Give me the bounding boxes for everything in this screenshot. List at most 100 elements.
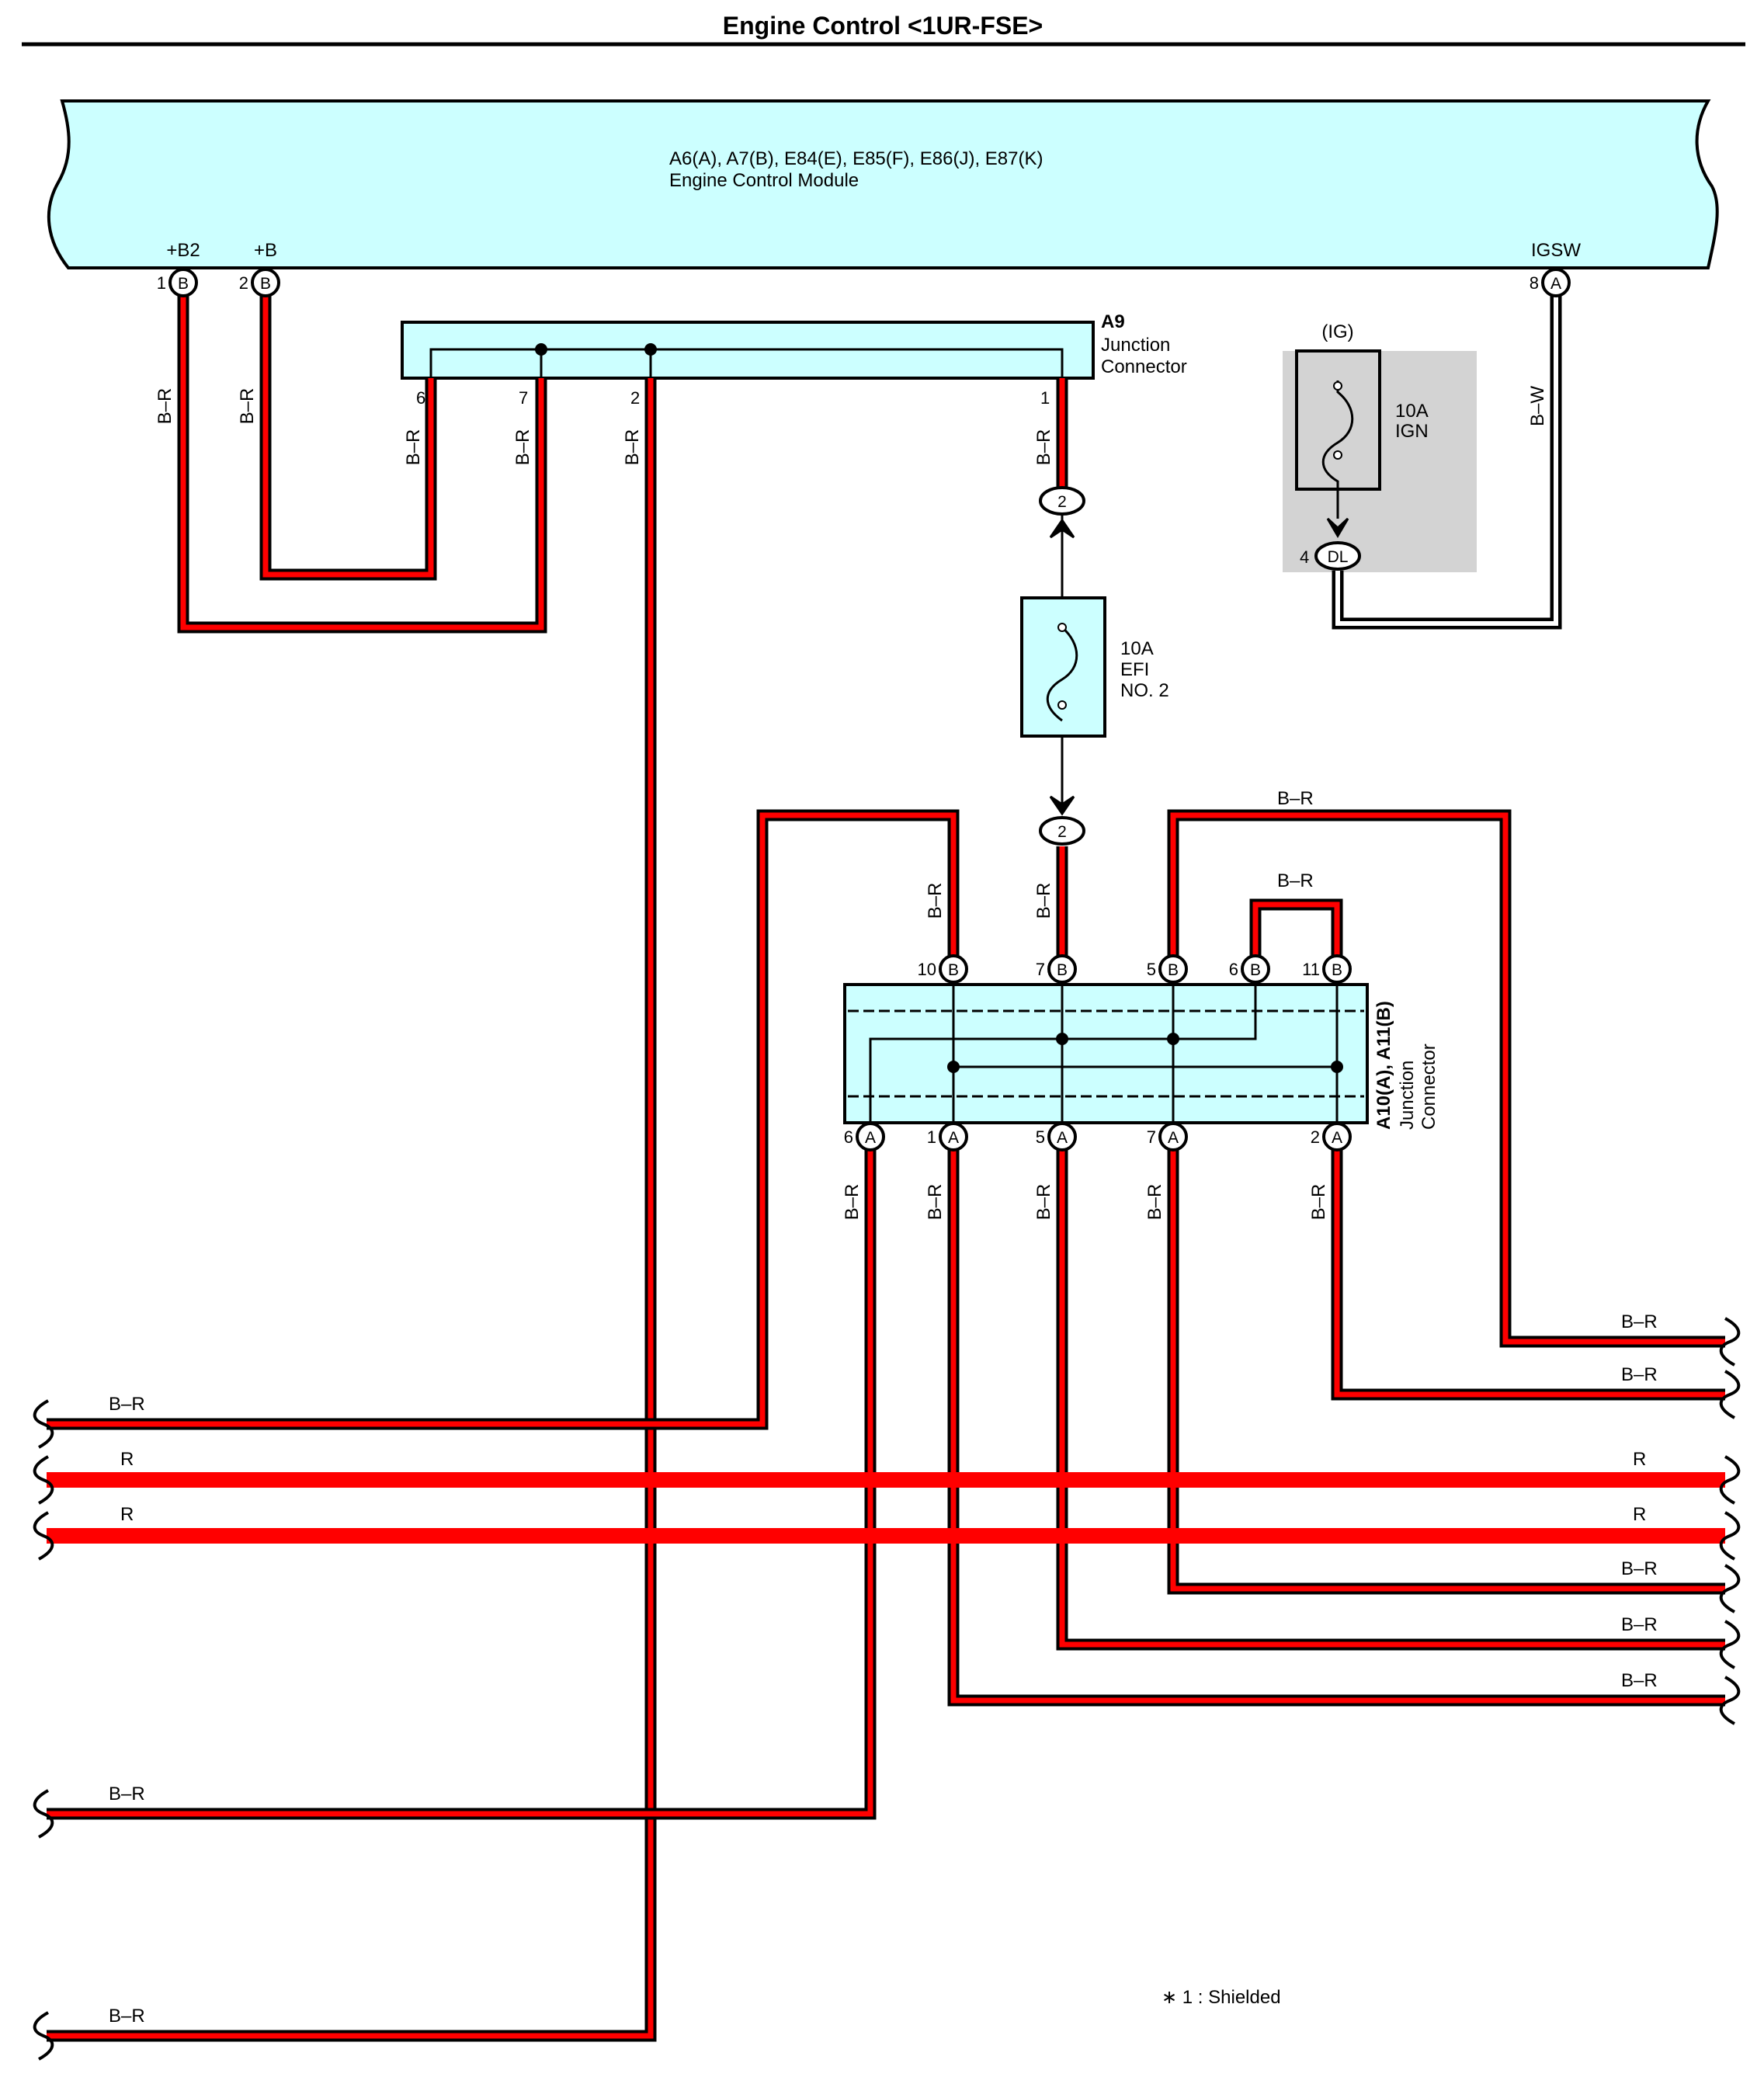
ecm-terminal-b bbox=[251, 268, 280, 297]
ecm-terminal-b-name: +B bbox=[254, 240, 277, 261]
break-right-2 bbox=[1719, 1455, 1741, 1505]
label-left-r-2: R bbox=[120, 1504, 134, 1525]
ecm-terminal-b2-letter: B bbox=[178, 275, 189, 293]
break-left-1 bbox=[33, 1455, 54, 1505]
label-right-row-5: B–R bbox=[1621, 1670, 1658, 1691]
label-left-row-1: B–R bbox=[109, 1394, 145, 1415]
ign-fuse-name: IGN bbox=[1395, 421, 1429, 442]
break-left-4 bbox=[33, 2011, 54, 2061]
label-right-r-2: R bbox=[1633, 1504, 1646, 1525]
ecm-terminal-b-number: 2 bbox=[239, 273, 248, 293]
wires-layer bbox=[47, 283, 1725, 2042]
junction-a10-bottom-pin-7 bbox=[1158, 1122, 1188, 1151]
ecm-body bbox=[47, 99, 1719, 269]
junction-a10-bottom-pin-7-letter: A bbox=[1168, 1129, 1179, 1147]
break-right-5 bbox=[1719, 1620, 1741, 1669]
junction-a9-bus bbox=[429, 348, 1064, 377]
efi-down-arrow-icon bbox=[1049, 795, 1075, 816]
junction-a10-bottom-pin-2 bbox=[1322, 1122, 1352, 1151]
wire-a10-a5-right-stripe bbox=[1059, 1137, 1725, 1648]
efi-up-arrow-icon bbox=[1049, 518, 1075, 539]
ecm-terminal-igsw-number: 8 bbox=[1530, 273, 1539, 293]
label-b-wire: B–R bbox=[237, 388, 258, 425]
junction-a10-code: A10(A), A11(B) bbox=[1373, 1001, 1394, 1130]
junction-a9-pin-2: 2 bbox=[630, 388, 640, 408]
wire-a10-5-right-stripe bbox=[1170, 812, 1725, 1345]
junction-a10-top-pin-5-letter: B bbox=[1168, 961, 1179, 979]
footnote: ∗ 1 : Shielded bbox=[1162, 1987, 1281, 2008]
efi-fuse-terminal bbox=[1057, 700, 1067, 710]
junction-a10-bottom-pin-5 bbox=[1047, 1122, 1077, 1151]
junction-a10-bottom-pin-1 bbox=[939, 1122, 968, 1151]
wire-a10-a6-left-stripe bbox=[47, 1137, 873, 1817]
junction-a10-name2: Connector bbox=[1418, 1044, 1439, 1130]
junction-a10-bottom-pin-6 bbox=[856, 1122, 885, 1151]
junction-a9-code: A9 bbox=[1101, 311, 1125, 332]
efi-fuse-element bbox=[1046, 626, 1078, 722]
ign-connector-dl bbox=[1314, 541, 1361, 571]
wire-a10-6-11-stripe bbox=[1252, 901, 1340, 969]
ecm-terminal-b2-number: 1 bbox=[157, 273, 166, 293]
junction-a10-top-pin-7-number: 7 bbox=[1036, 960, 1045, 979]
junction-a10-bottom-pin-2-number: 2 bbox=[1311, 1127, 1320, 1147]
wire-a10-6-11 bbox=[1249, 898, 1343, 969]
junction-a10-top-pin-6-letter: B bbox=[1250, 961, 1261, 979]
junction-a10-bottom-pin-1-number: 1 bbox=[927, 1127, 936, 1147]
break-right-1 bbox=[1719, 1370, 1741, 1419]
ecm-terminal-b-letter: B bbox=[260, 275, 271, 293]
label-a10-5-wire: B–R bbox=[1277, 788, 1314, 809]
junction-a10-bottom-pin-7-number: 7 bbox=[1147, 1127, 1156, 1147]
break-right-4 bbox=[1719, 1564, 1741, 1613]
efi-connector-top bbox=[1039, 486, 1085, 516]
junction-a10-top-pin-6 bbox=[1241, 954, 1270, 984]
efi-fuse-line2: NO. 2 bbox=[1120, 680, 1169, 701]
ecm-connectors: A6(A), A7(B), E84(E), E85(F), E86(J), E8… bbox=[669, 148, 1043, 169]
ign-fuse-box bbox=[1295, 349, 1381, 491]
junction-a9-pin-7: 7 bbox=[519, 388, 528, 408]
junction-a10-top-pin-7 bbox=[1047, 954, 1077, 984]
label-right-row-1: B–R bbox=[1621, 1311, 1658, 1332]
junction-a10-splice bbox=[1167, 1033, 1179, 1045]
ecm-terminal-b2 bbox=[168, 268, 198, 297]
page-title: Engine Control <1UR-FSE> bbox=[723, 12, 1043, 40]
break-left-2 bbox=[33, 1511, 54, 1561]
wire-a9-2-down-stripe bbox=[47, 378, 654, 2039]
junction-a10-top-pin-10 bbox=[939, 954, 968, 984]
ign-fuse-terminal bbox=[1333, 450, 1342, 460]
ign-group-label: (IG) bbox=[1321, 321, 1353, 342]
junction-a9-pin-6: 6 bbox=[416, 388, 425, 408]
ign-fuse-terminal bbox=[1333, 381, 1342, 391]
junction-a10-bottom-pin-1-letter: A bbox=[948, 1129, 959, 1147]
label-right-row-4: B–R bbox=[1621, 1614, 1658, 1635]
efi-fuse-terminal bbox=[1057, 623, 1067, 632]
ign-fuse-rating: 10A bbox=[1395, 401, 1429, 422]
efi-connector-bottom-label: 2 bbox=[1057, 823, 1067, 841]
efi-fuse-box bbox=[1020, 596, 1106, 738]
label-a9-6-wire: B–R bbox=[403, 429, 424, 466]
label-right-r-1: R bbox=[1633, 1449, 1646, 1470]
junction-a9-pin-1: 1 bbox=[1040, 388, 1050, 408]
junction-a10-bottom-pin-5-number: 5 bbox=[1036, 1127, 1045, 1147]
junction-a10-top-pin-6-number: 6 bbox=[1229, 960, 1238, 979]
junction-a10-top-pin-11 bbox=[1322, 954, 1352, 984]
label-left-row-bottom-1: B–R bbox=[109, 1784, 145, 1804]
wire-ign-igsw-stripe bbox=[1335, 283, 1558, 626]
wire-b2-a9-7-stripe bbox=[180, 283, 544, 630]
junction-a10-top-pin-10-number: 10 bbox=[918, 960, 936, 979]
label-a10-a7-wire: B–R bbox=[1144, 1184, 1165, 1221]
junction-a10-splice bbox=[1331, 1061, 1343, 1073]
ign-pin-number: 4 bbox=[1300, 547, 1309, 567]
ign-fuse-element bbox=[1321, 380, 1354, 519]
label-a9-1-wire: B–R bbox=[1033, 429, 1054, 466]
ecm-terminal-igsw-letter: A bbox=[1550, 275, 1561, 293]
junction-a10-splice bbox=[1056, 1033, 1068, 1045]
label-igsw-wire: B–W bbox=[1527, 386, 1548, 426]
junction-a9-name2: Connector bbox=[1101, 356, 1187, 377]
wire-a10-a2-right bbox=[1331, 1137, 1725, 1401]
efi-fuse-line1: EFI bbox=[1120, 659, 1149, 680]
wire-b-a9-6-stripe bbox=[262, 283, 434, 578]
junction-a10-top-pin-5 bbox=[1158, 954, 1188, 984]
junction-a10-bottom-pin-6-number: 6 bbox=[844, 1127, 853, 1147]
label-left-row-bottom-2: B–R bbox=[109, 2006, 145, 2027]
